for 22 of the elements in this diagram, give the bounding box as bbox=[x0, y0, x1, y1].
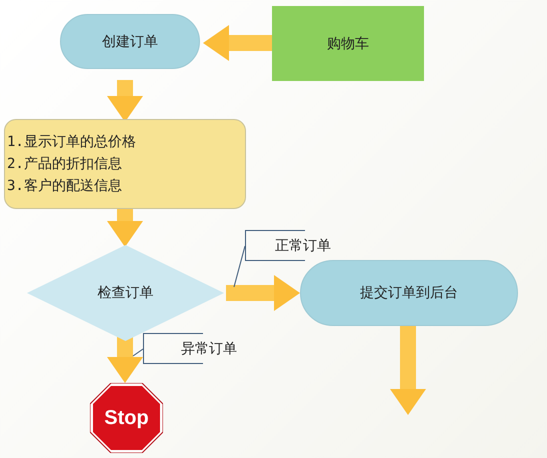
node-label: 3.客户的配送信息 bbox=[7, 177, 122, 196]
arrow bbox=[226, 275, 300, 311]
node-label: 检查订单 bbox=[98, 284, 154, 302]
leader-line bbox=[234, 246, 246, 288]
callout-label: 异常订单 bbox=[181, 340, 237, 358]
stop-sign bbox=[90, 383, 163, 453]
decision-diamond bbox=[27, 245, 224, 341]
node-label: 1.显示订单的总价格 bbox=[7, 133, 136, 152]
arrow bbox=[107, 209, 143, 247]
node-label: 购物车 bbox=[327, 34, 369, 52]
process-box bbox=[272, 6, 424, 81]
arrow bbox=[107, 336, 143, 383]
leader-line bbox=[132, 348, 144, 356]
arrow bbox=[107, 80, 143, 122]
arrow bbox=[390, 326, 426, 415]
process-box bbox=[4, 119, 246, 209]
arrow bbox=[203, 25, 272, 61]
node-label: 2.产品的折扣信息 bbox=[7, 155, 122, 174]
node-label: 提交订单到后台 bbox=[360, 284, 458, 302]
stop-label: Stop bbox=[104, 406, 149, 430]
callout-label: 正常订单 bbox=[275, 236, 331, 254]
node-label: 创建订单 bbox=[102, 32, 158, 50]
